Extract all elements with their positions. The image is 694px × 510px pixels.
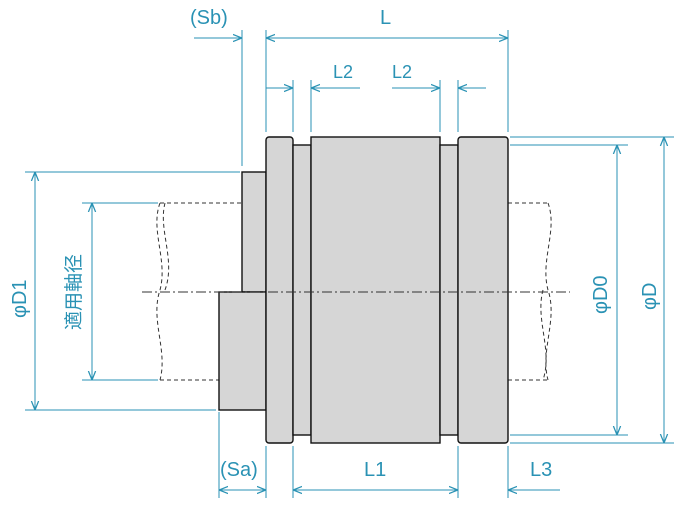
left-boss-upper [241,171,267,293]
right-hub [457,136,509,444]
right-neck [439,144,459,436]
label-sa: (Sa) [220,459,258,481]
label-l2-left: L2 [333,62,353,82]
dimension-lines [35,38,664,490]
label-applicable-shaft: 適用軸径 [63,254,85,330]
coupling-body [218,136,509,444]
left-neck [292,144,312,436]
left-shaft [156,202,242,381]
label-sb: (Sb) [190,7,228,29]
label-l1: L1 [364,459,386,481]
right-shaft [508,202,552,381]
label-phi-d0: φD0 [590,275,612,314]
extension-lines [25,30,674,498]
label-l2-right: L2 [392,62,412,82]
center-sleeve [310,136,441,444]
label-l3: L3 [530,459,552,481]
label-l: L [380,7,391,29]
label-phi-d: φD [639,283,661,310]
left-hub [265,136,294,444]
label-phi-d1: φD1 [9,279,31,318]
left-boss-lower [218,291,267,411]
